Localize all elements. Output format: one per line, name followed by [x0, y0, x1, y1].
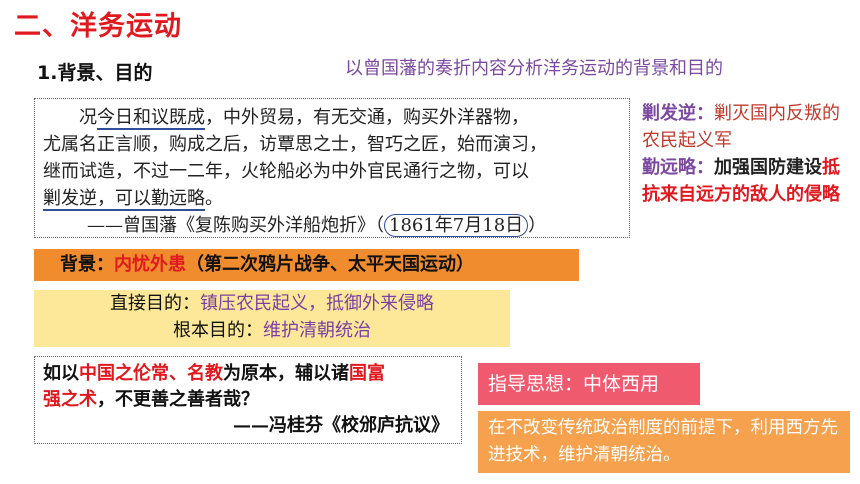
zeng-guofan-quote-box: 况今日和议既成，中外贸易，有无交通，购买外洋器物， 尤属名正言顺，购成之后，访覃…: [34, 98, 630, 238]
quote-highlight: 国富: [349, 363, 385, 384]
feng-quote-source: ——冯桂芬《校邠庐抗议》: [233, 415, 449, 436]
root-goal-value: 维护清朝统治: [263, 320, 371, 341]
source-text: ——曾国藩《复陈购买外洋船炮折》（: [87, 215, 384, 236]
quote-text: 况: [79, 107, 97, 128]
quote-line-3: 继而试造，不过一二年，火轮船必为中外官民通行之物，可以: [43, 161, 529, 182]
quote-text: 为原本，辅以诸: [223, 363, 349, 384]
term-glossary: 剿发逆：剿灭国内反叛的农民起义军 勤远略：加强国防建设抵抗来自远方的敌人的侵略: [642, 100, 852, 208]
direct-goal-value: 镇压农民起义，抵御外来侵略: [200, 293, 434, 314]
goals-box: 直接目的：镇压农民起义，抵御外来侵略 根本目的：维护清朝统治: [34, 290, 510, 347]
feng-guifen-quote-box: 如以中国之伦常、名教为原本，辅以诸国富 强之术，不更善之善者哉？ ——冯桂芬《校…: [34, 356, 462, 444]
quote-source: ——曾国藩《复陈购买外洋船炮折》（1861年7月18日）: [43, 212, 621, 239]
underlined-phrase: 剿发逆，可以勤远略: [43, 188, 205, 211]
feng-quote-line-2: 强之术，不更善之善者哉？: [43, 387, 453, 413]
subheading: 1.背景、目的: [37, 62, 153, 84]
gloss-definition: 加强国防建设: [714, 157, 822, 178]
root-goal: 根本目的：维护清朝统治: [34, 317, 510, 344]
quote-line-4: 剿发逆，可以勤远略。: [43, 185, 621, 212]
quote-line-2: 尤属名正言顺，购成之后，访覃思之士，智巧之匠，始而演习，: [43, 134, 547, 155]
quote-text: ，中外贸易，有无交通，购买外洋器物，: [205, 107, 529, 128]
quote-text: 。: [205, 188, 223, 209]
quote-highlight: 强之术: [43, 389, 97, 410]
quote-line-1: 况今日和议既成，中外贸易，有无交通，购买外洋器物，: [43, 104, 621, 131]
guiding-thought-banner: 指导思想：中体西用: [478, 363, 700, 405]
source-text: ）: [528, 215, 547, 236]
background-banner: 背景：内忧外患（第二次鸦片战争、太平天国运动）: [34, 249, 579, 281]
quote-text: ，不更善之善者哉？: [97, 389, 259, 410]
gloss-definition-highlight: 抵抗来自远方的敌人的侵略: [642, 157, 840, 205]
background-highlight: 内忧外患: [114, 254, 186, 275]
feng-quote-line-1: 如以中国之伦常、名教为原本，辅以诸国富: [43, 361, 453, 387]
task-note: 以曾国藩的奏折内容分析洋务运动的背景和目的: [345, 58, 723, 79]
direct-goal-label: 直接目的：: [110, 293, 200, 314]
quote-text: 如以: [43, 363, 79, 384]
quote-highlight: 中国之伦常、名教: [79, 363, 223, 384]
underlined-phrase: 今日和议既成: [97, 107, 205, 130]
gloss-definition: 剿灭国内反叛的农民起义军: [642, 103, 840, 151]
explanation-box: 在不改变传统政治制度的前提下，利用西方先进技术，维护清朝统治。: [478, 411, 850, 473]
source-date: 1861年7月18日: [384, 214, 529, 237]
gloss-term: 剿发逆：: [642, 103, 714, 124]
root-goal-label: 根本目的：: [173, 320, 263, 341]
gloss-term: 勤远略：: [642, 157, 714, 178]
direct-goal: 直接目的：镇压农民起义，抵御外来侵略: [34, 290, 510, 317]
section-title: 二、洋务运动: [14, 11, 182, 42]
background-detail: （第二次鸦片战争、太平天国运动）: [186, 254, 474, 275]
background-label: 背景：: [60, 254, 114, 275]
